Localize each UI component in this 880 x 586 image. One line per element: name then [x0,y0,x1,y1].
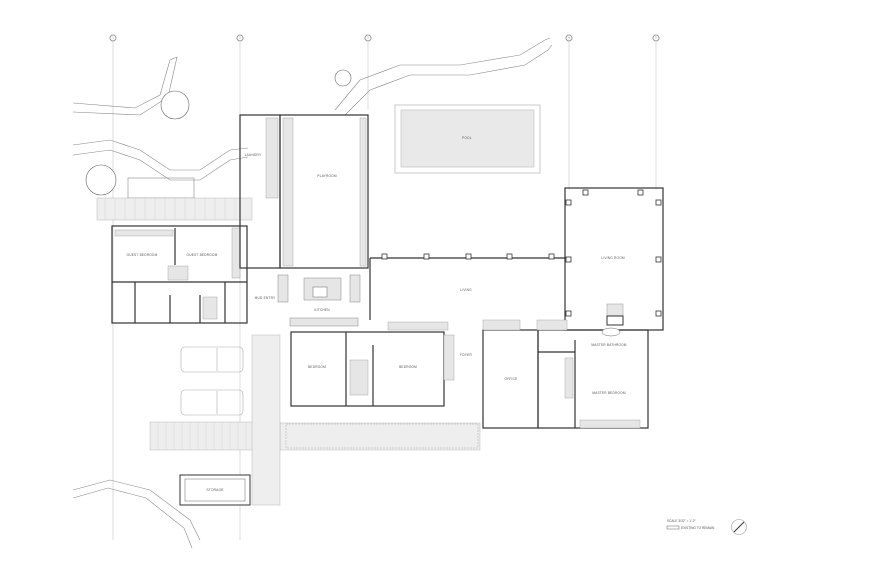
legend-scale: Scale 3/32" = 1'-0" [667,519,696,523]
label-laundry: Laundry [244,153,262,157]
label-living: Living [460,288,472,292]
cars [180,346,244,416]
label-pool: Pool [462,136,472,140]
label-master-bedroom: Master Bedroom [592,391,626,395]
storage-building [179,474,251,506]
label-playroom: Playroom [317,174,337,178]
label-guest-bedroom-2: Guest Bedroom [186,253,218,257]
label-bedroom-2: Bedroom [399,365,417,369]
label-foyer: Foyer [460,353,472,357]
grid-bubble-1: 1 [109,34,117,42]
label-living-room: Living Room [601,256,625,260]
trees [85,69,352,196]
grid-bubble-3: 3 [364,34,372,42]
label-bedroom-1: Bedroom [308,365,326,369]
pool [394,104,541,174]
deck [96,197,481,506]
guest-wing [111,225,248,324]
grid-lines [112,42,657,540]
label-storage: Storage [206,488,224,492]
label-master-bathroom: Master Bathroom [591,343,627,347]
label-kitchen: Kitchen [314,308,330,312]
label-mud-entry: Mud Entry [254,296,276,300]
north-arrow-icon [731,519,747,535]
laundry-playroom [239,114,369,269]
grid-bubble-4: 4 [565,34,573,42]
label-guest-bedroom-1: Guest Bedroom [126,253,158,257]
grid-bubble-5: 5 [652,34,660,42]
landscape-paths [72,37,553,549]
legend-existing: Existing to remain [681,526,715,530]
kitchen [277,274,361,327]
grid-bubble-2: 2 [236,34,244,42]
label-office: Office [504,377,518,381]
